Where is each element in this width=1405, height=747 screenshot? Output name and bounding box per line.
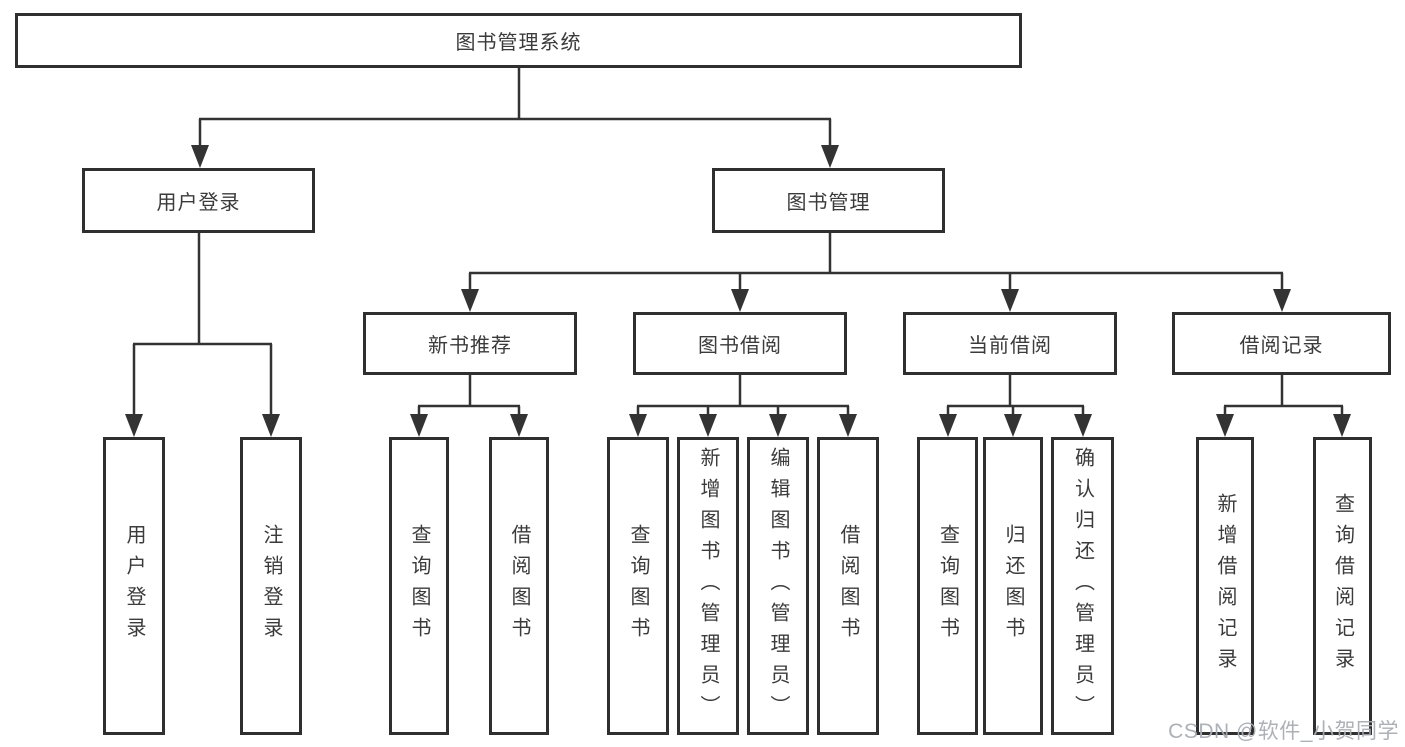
node-current-borrow-label: 当前借阅 — [968, 335, 1052, 357]
arrow-down-icon — [1001, 289, 1019, 312]
arrow-down-icon — [821, 145, 839, 168]
node-book-borrow-label: 图书借阅 — [698, 335, 782, 357]
connector-new-books-to-children — [410, 375, 528, 437]
node-login: 用户登录 — [103, 437, 165, 735]
node-new-books-label: 新书推荐 — [428, 335, 512, 357]
arrow-down-icon — [1004, 414, 1022, 437]
node-borrow-edit-label: 编辑图书（管理员） — [767, 446, 789, 726]
connector-root-to-branches — [191, 67, 839, 168]
arrow-down-icon — [769, 414, 787, 437]
arrow-down-icon — [262, 414, 280, 437]
node-current-confirm-return: 确认归还（管理员） — [1051, 437, 1114, 735]
node-login-label: 用户登录 — [123, 524, 145, 648]
arrow-down-icon — [699, 414, 717, 437]
node-records-add: 新增借阅记录 — [1196, 437, 1254, 735]
node-new-books-borrow: 借阅图书 — [489, 437, 549, 735]
arrow-down-icon — [191, 145, 209, 168]
csdn-watermark: CSDN @软件_小贺同学 — [1168, 720, 1399, 743]
node-root: 图书管理系统 — [15, 13, 1022, 68]
node-logout-label: 注销登录 — [260, 524, 282, 648]
arrow-down-icon — [125, 414, 143, 437]
node-records-query-label: 查询借阅记录 — [1331, 493, 1354, 679]
node-records-query: 查询借阅记录 — [1313, 437, 1372, 735]
arrow-down-icon — [1333, 414, 1351, 437]
node-user-login: 用户登录 — [82, 168, 315, 233]
node-borrow-borrow: 借阅图书 — [817, 437, 879, 735]
node-current-return-label: 归还图书 — [1002, 524, 1024, 648]
connector-user-login-to-children — [125, 233, 280, 437]
node-borrow-records-label: 借阅记录 — [1239, 335, 1324, 357]
node-borrow-add: 新增图书（管理员） — [677, 437, 739, 735]
arrow-down-icon — [1273, 289, 1291, 312]
node-records-add-label: 新增借阅记录 — [1214, 493, 1236, 679]
node-current-query: 查询图书 — [917, 437, 978, 735]
arrow-down-icon — [629, 414, 647, 437]
connector-current-borrow-to-children — [939, 375, 1092, 437]
arrow-down-icon — [939, 414, 957, 437]
node-book-management: 图书管理 — [712, 168, 945, 233]
node-new-books: 新书推荐 — [363, 312, 577, 375]
arrow-down-icon — [1074, 414, 1092, 437]
arrow-down-icon — [731, 289, 749, 312]
arrow-down-icon — [839, 414, 857, 437]
node-current-confirm-return-label: 确认归还（管理员） — [1071, 446, 1094, 726]
node-borrow-add-label: 新增图书（管理员） — [697, 446, 719, 726]
node-new-books-query: 查询图书 — [389, 437, 449, 735]
connector-book-borrow-to-children — [629, 375, 857, 437]
node-borrow-query: 查询图书 — [607, 437, 669, 735]
arrow-down-icon — [1216, 414, 1234, 437]
node-borrow-edit: 编辑图书（管理员） — [747, 437, 809, 735]
node-borrow-query-label: 查询图书 — [627, 524, 649, 648]
node-root-label: 图书管理系统 — [455, 32, 582, 54]
arrow-down-icon — [461, 289, 479, 312]
node-book-management-label: 图书管理 — [786, 192, 871, 214]
node-book-borrow: 图书借阅 — [633, 312, 847, 375]
arrow-down-icon — [410, 414, 428, 437]
connector-borrow-records-to-children — [1216, 375, 1351, 437]
arrow-down-icon — [510, 414, 528, 437]
node-new-books-query-label: 查询图书 — [408, 524, 430, 648]
node-new-books-borrow-label: 借阅图书 — [508, 524, 530, 648]
node-borrow-records: 借阅记录 — [1172, 312, 1391, 375]
node-logout: 注销登录 — [240, 437, 302, 735]
connector-book-management-to-sections — [461, 233, 1291, 312]
node-borrow-borrow-label: 借阅图书 — [837, 524, 859, 648]
node-current-query-label: 查询图书 — [936, 524, 959, 648]
node-user-login-label: 用户登录 — [156, 192, 241, 214]
node-current-borrow: 当前借阅 — [903, 312, 1117, 375]
node-current-return: 归还图书 — [983, 437, 1043, 735]
